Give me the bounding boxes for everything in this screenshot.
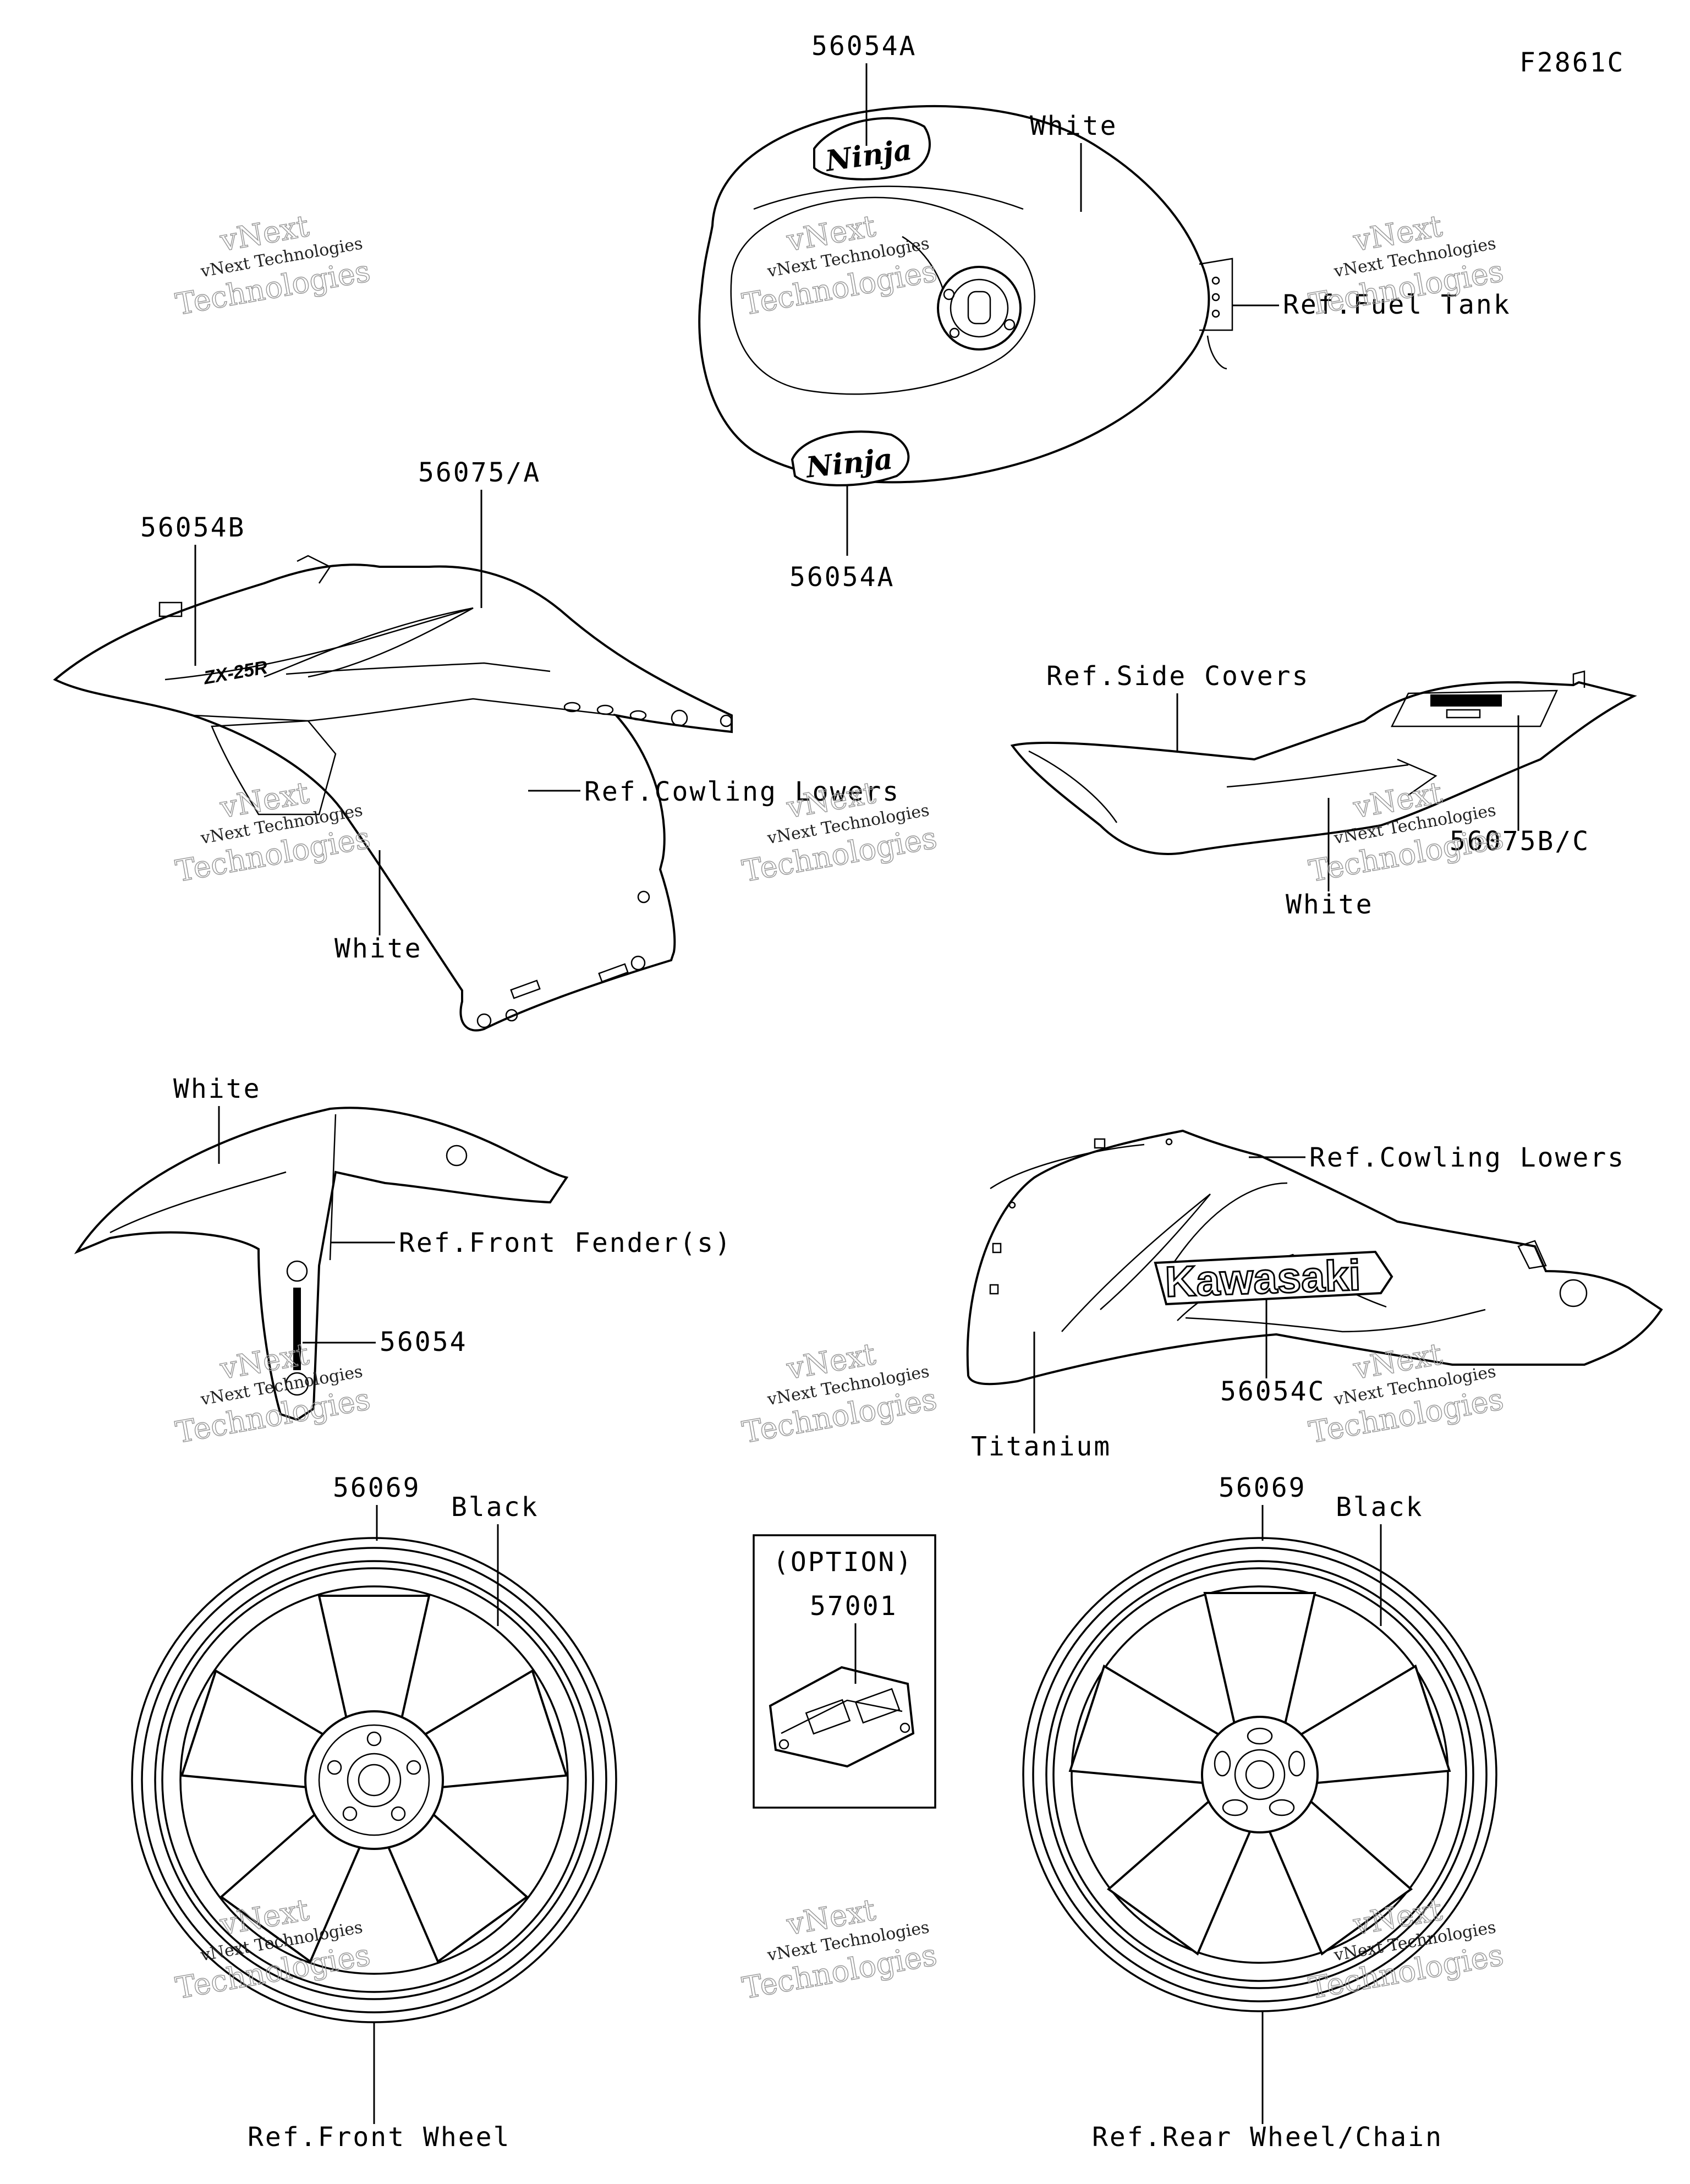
fender-color-label: White (173, 1074, 261, 1104)
lower-part-number: 56054C (1220, 1376, 1325, 1407)
rear-wheel (1022, 1537, 1497, 2012)
watermark-8: vNext vNext Technologies Technologies (739, 1336, 940, 1450)
upper-cowl: ZX-25R (53, 555, 733, 1032)
rear-wheel-part-number: 56069 (1219, 1473, 1307, 1503)
front-wheel-color-label: Black (451, 1492, 539, 1523)
front-wheel (131, 1537, 617, 2023)
tank-top-part-number: 56054A (811, 31, 917, 62)
lower-color-label: Titanium (971, 1431, 1111, 1462)
side-color-label: White (1286, 889, 1374, 920)
side-ref-label: Ref.Side Covers (1046, 661, 1309, 692)
lower-kawasaki-decal: Kawasaki (1164, 1251, 1361, 1306)
fender-ref-label: Ref.Front Fender(s) (399, 1228, 732, 1258)
cowl-left-part-number: 56054B (140, 512, 245, 543)
cowl-top-part-number: 56075/A (418, 457, 541, 488)
front-wheel-part-number: 56069 (333, 1473, 421, 1503)
lower-cowl: Kawasaki (966, 1129, 1663, 1386)
side-covers (1010, 670, 1637, 855)
watermark-11: vNext vNext Technologies Technologies (739, 1892, 940, 2006)
option-box (753, 1534, 936, 1809)
fender-part-number: 56054 (380, 1327, 468, 1358)
figure-code: F2861C (1519, 47, 1625, 78)
tank-ref-label: Ref.Fuel Tank (1283, 289, 1511, 320)
watermark-7: vNext vNext Technologies Technologies (173, 1336, 373, 1450)
lower-ref-label: Ref.Cowling Lowers (1309, 1142, 1625, 1173)
rear-wheel-color-label: Black (1336, 1492, 1424, 1523)
tank-bottom-part-number: 56054A (789, 562, 895, 593)
option-label: (OPTION) (773, 1547, 913, 1578)
side-part-number: 56075B/C (1450, 826, 1590, 857)
cowl-ref-label: Ref.Cowling Lowers (584, 776, 900, 807)
rear-wheel-spokes (1068, 1592, 1451, 1956)
tank-color-label: White (1030, 111, 1118, 141)
watermark-1: vNext vNext Technologies Technologies (173, 208, 373, 322)
front-fender (74, 1107, 569, 1421)
rear-wheel-ref-label: Ref.Rear Wheel/Chain (1092, 2122, 1443, 2153)
front-wheel-ref-label: Ref.Front Wheel (248, 2122, 511, 2153)
option-part-number: 57001 (810, 1591, 898, 1622)
watermark-10: vNext vNext Technologies Technologies (173, 1892, 373, 2006)
cowl-color-label: White (334, 933, 422, 964)
